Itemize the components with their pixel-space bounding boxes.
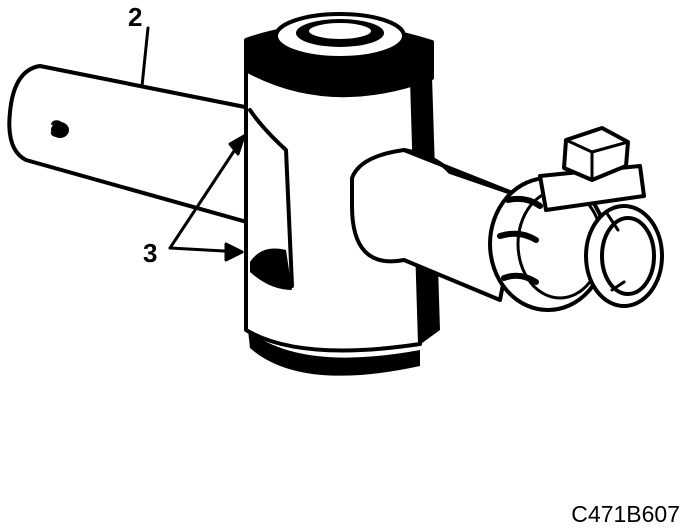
callout-label-part-2: 2 [128,2,143,32]
link-tube [350,148,522,302]
figure-code: C471B607 [571,501,680,527]
callout-label-part-3-bolt-hole: 3 [50,116,64,143]
clamp-bolt [538,126,646,212]
leader-part-2 [140,26,150,88]
bushing-housing [244,12,440,376]
arm-end-hole [51,122,69,138]
arm-bar [7,64,270,230]
clamp-sleeve [488,176,664,312]
bushing-opening [250,248,292,290]
callout-label-part-3: 3 [143,238,158,268]
callout-3-arrows [168,134,246,262]
